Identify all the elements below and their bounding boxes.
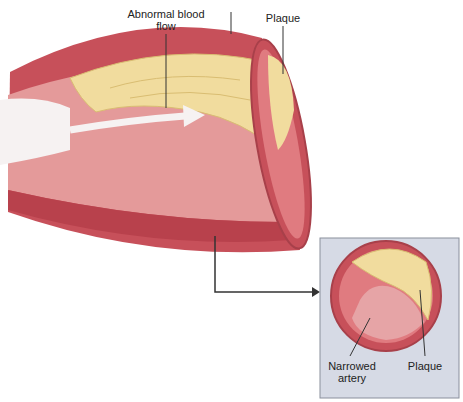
inset-panel [320,238,459,398]
callout-label: Plaque [400,360,450,372]
leader-line [283,26,284,74]
leader-line [166,34,167,108]
plaque-opening [268,55,294,150]
inset-pointer-head [312,287,320,297]
callout-label: Plaque [258,12,308,24]
plaque-texture [110,76,240,88]
artery-wall-lower [8,190,292,242]
callout-label: Narrowed artery [322,360,382,384]
cross-section-inner [339,249,433,343]
leader-line [231,12,232,34]
leader-line [420,290,425,356]
blood-inflow [0,99,70,165]
inset-pointer [215,236,312,292]
artery-opening [239,35,323,252]
artery-opening-inner [248,47,315,242]
callout-label: Abnormal blood flow [126,8,206,32]
plaque-deposit [70,54,278,150]
flow-arrowhead [183,105,205,127]
plaque-texture [130,92,250,100]
leader-line [350,318,370,356]
cross-section-wall [331,241,441,351]
flow-arrow [70,116,185,130]
